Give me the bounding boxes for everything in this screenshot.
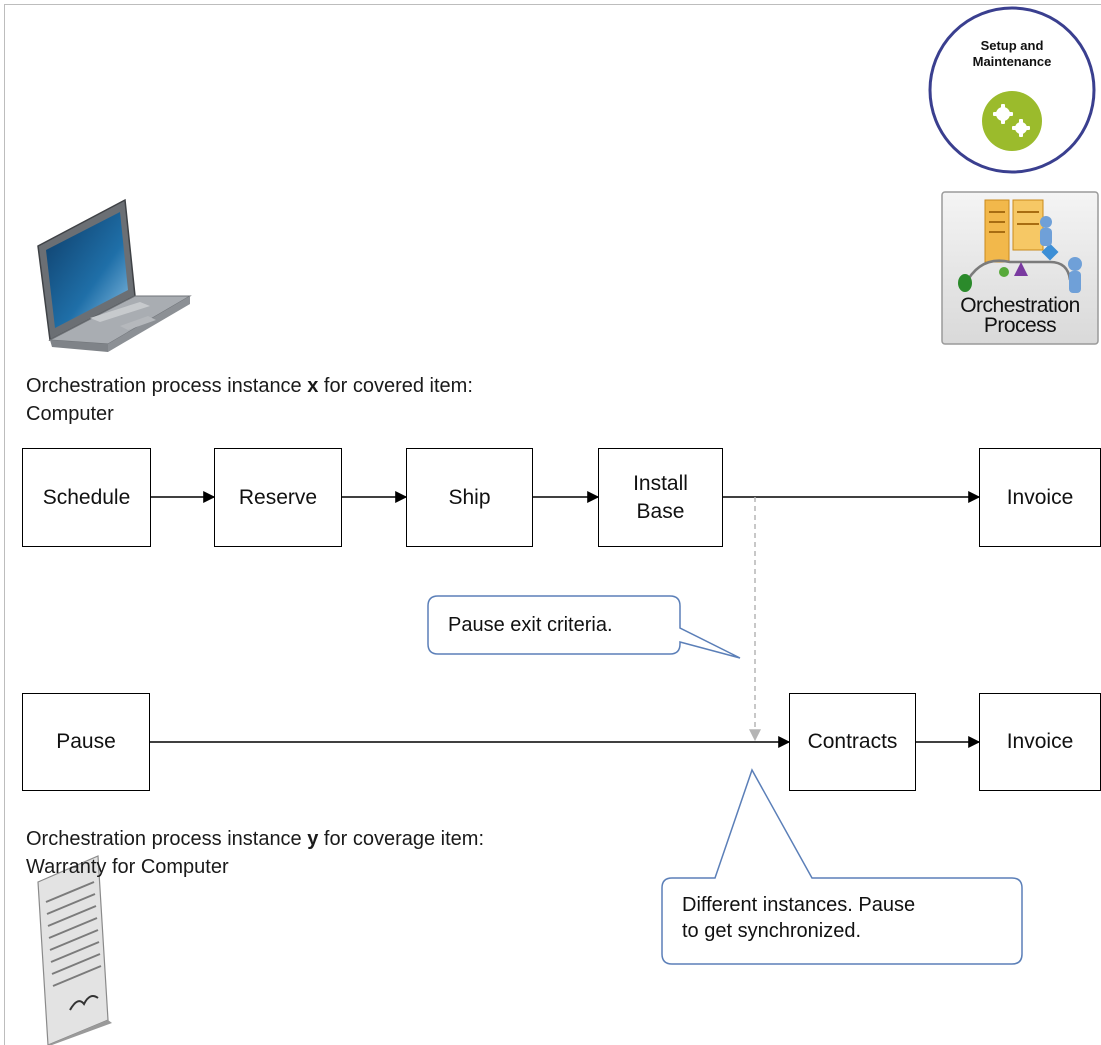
step-schedule[interactable]: Schedule [22,448,151,547]
step-pause[interactable]: Pause [22,693,150,791]
process-x-caption-line2: Computer [26,403,114,425]
setup-maintenance-label: Setup and Maintenance [972,38,1052,69]
setup-maintenance-badge[interactable] [928,6,1096,174]
caption-prefix: Orchestration process instance [26,828,308,850]
laptop-icon [37,198,192,352]
step-invoice-x[interactable]: Invoice [979,448,1101,547]
warranty-document-icon [37,855,112,1045]
pause-exit-callout-text: Pause exit criteria. [448,614,613,636]
orchestration-process-icon [958,199,1082,293]
process-y-caption-line2: Warranty for Computer [26,856,229,878]
step-ship[interactable]: Ship [406,448,533,547]
step-install-base[interactable]: Install Base [598,448,723,547]
callout-pause-exit-bubble [427,595,741,659]
caption-prefix: Orchestration process instance [26,375,308,397]
callout-sync-bubble [661,768,1023,965]
gears-icon [993,104,1030,137]
step-contracts[interactable]: Contracts [789,693,916,791]
instance-id: x [307,375,319,397]
caption-suffix: for covered item: [318,375,473,397]
step-reserve[interactable]: Reserve [214,448,342,547]
sync-callout-text: Different instances. Pause to get synchr… [682,894,916,942]
orchestration-process-tile[interactable] [941,191,1099,345]
diagram-frame [4,4,1101,1045]
process-y-caption: Orchestration process instance y for cov… [26,826,484,852]
orchestration-process-label: Orchestration Process [960,294,1080,337]
instance-id: y [307,828,319,850]
step-invoice-y[interactable]: Invoice [979,693,1101,791]
caption-suffix: for coverage item: [318,828,484,850]
process-x-caption: Orchestration process instance x for cov… [26,373,473,399]
